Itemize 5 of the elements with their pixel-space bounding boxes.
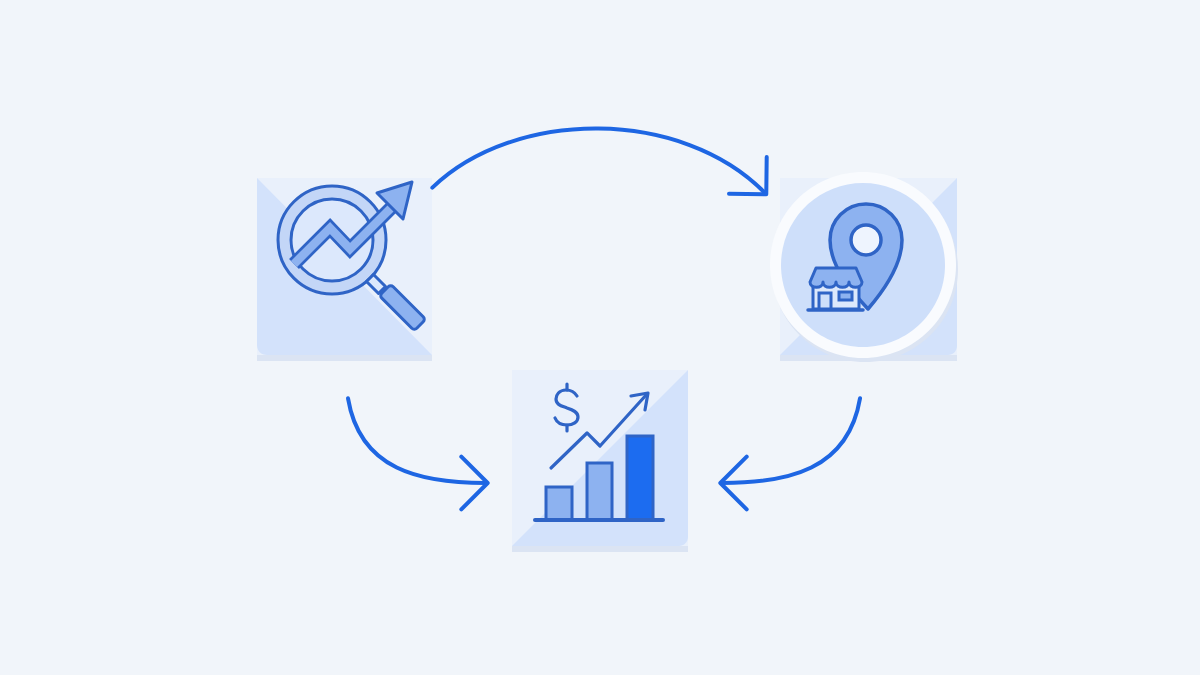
arrow <box>430 126 769 197</box>
magnifier-trend-picture <box>257 178 432 361</box>
arrow <box>346 396 490 512</box>
arrow <box>718 396 862 512</box>
store-location-picture <box>770 172 958 362</box>
